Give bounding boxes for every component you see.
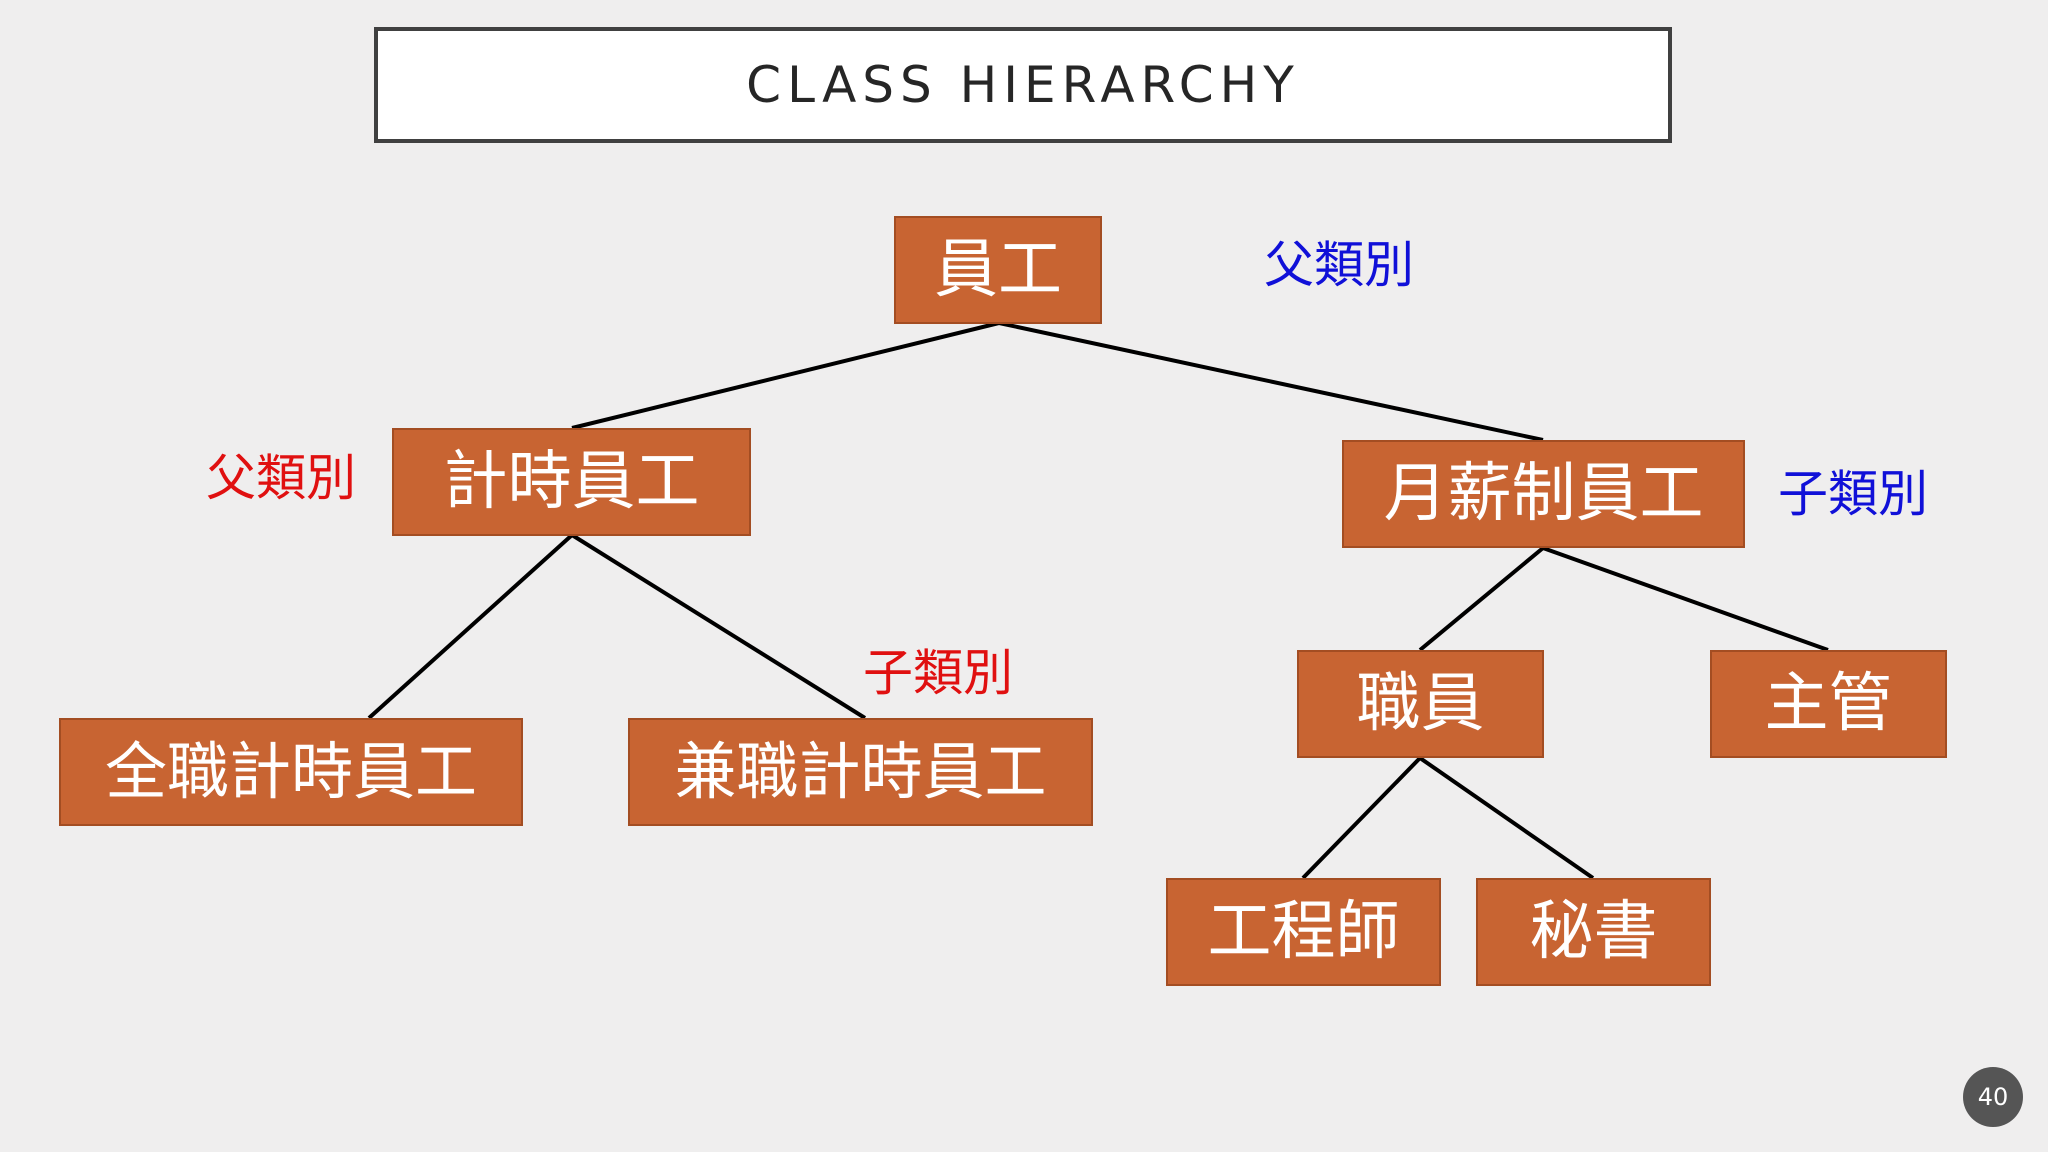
node-secretary: 秘書 [1476, 878, 1711, 986]
node-parttime-hourly-employee-label: 兼職計時員工 [674, 735, 1047, 808]
node-staff: 職員 [1297, 650, 1544, 758]
node-hourly-employee-label: 計時員工 [443, 445, 700, 519]
slide-title: CLASS HIERARCHY [746, 56, 1300, 114]
edge-monthly-manager [1542, 546, 1829, 652]
page-number-badge: 40 [1963, 1067, 2023, 1127]
node-engineer: 工程師 [1166, 878, 1441, 986]
label-child-class-blue: 子類別 [1778, 465, 1928, 523]
node-fulltime-hourly-employee-label: 全職計時員工 [104, 735, 477, 808]
edge-employee-monthly [998, 321, 1544, 442]
node-monthly-employee-label: 月薪制員工 [1383, 457, 1704, 531]
node-employee: 員工 [894, 216, 1102, 324]
node-monthly-employee: 月薪制員工 [1342, 440, 1745, 548]
node-manager: 主管 [1710, 650, 1947, 758]
node-fulltime-hourly-employee: 全職計時員工 [59, 718, 523, 826]
node-engineer-label: 工程師 [1207, 895, 1400, 969]
edge-staff-secretary [1418, 756, 1595, 880]
edge-employee-hourly [571, 321, 1000, 430]
label-parent-class-red: 父類別 [206, 449, 356, 507]
node-parttime-hourly-employee: 兼職計時員工 [628, 718, 1093, 826]
edge-hourly-parttime [570, 533, 867, 720]
label-parent-class-blue: 父類別 [1264, 236, 1414, 294]
node-employee-label: 員工 [934, 233, 1062, 307]
node-manager-label: 主管 [1764, 667, 1893, 741]
page-number: 40 [1977, 1083, 2009, 1111]
edge-monthly-staff [1418, 546, 1545, 652]
node-staff-label: 職員 [1356, 667, 1485, 741]
edge-staff-engineer [1301, 756, 1422, 880]
node-hourly-employee: 計時員工 [392, 428, 751, 536]
edge-hourly-fulltime [367, 533, 574, 720]
slide-title-box: CLASS HIERARCHY [374, 27, 1672, 143]
node-secretary-label: 秘書 [1529, 895, 1658, 969]
label-child-class-red: 子類別 [863, 644, 1013, 702]
